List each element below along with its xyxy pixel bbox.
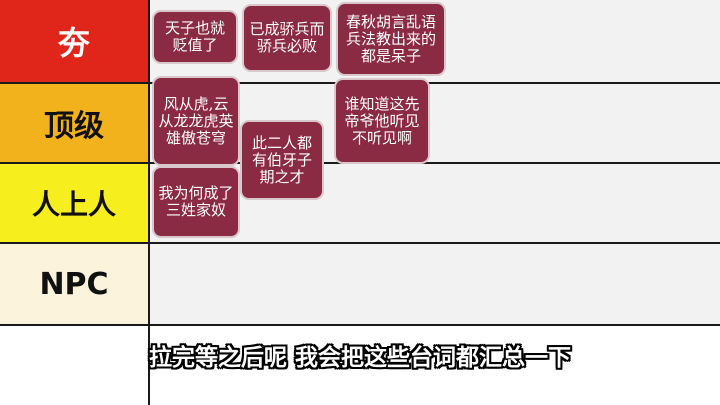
quote-card-3[interactable]: 春秋胡言乱语 兵法教出来的都是呆子	[336, 2, 446, 76]
tier-drop-zone-bottom[interactable]	[150, 326, 720, 405]
tier-row-npc: NPC	[0, 242, 720, 324]
tier-label-upper: 人上人	[0, 164, 150, 242]
video-subtitle: 拉完等之后呢 我会把这些台词都汇总一下	[148, 345, 571, 371]
tier-label-bottom	[0, 326, 150, 405]
tier-row-bottom	[0, 324, 720, 405]
quote-card-6[interactable]: 谁知道这先帝爷他听见不听见啊	[334, 78, 430, 164]
tier-drop-zone-npc[interactable]	[150, 244, 720, 324]
tier-label-hang: 夯	[0, 0, 150, 82]
tier-row-upper: 人上人	[0, 162, 720, 242]
quote-card-1[interactable]: 天子也就贬值了	[152, 10, 238, 64]
tier-label-top: 顶级	[0, 84, 150, 162]
quote-card-5[interactable]: 此二人都有伯牙子期之才	[240, 120, 324, 200]
quote-card-2[interactable]: 已成骄兵而骄兵必败	[242, 4, 332, 72]
tier-label-npc: NPC	[0, 244, 150, 324]
quote-card-4[interactable]: 风从虎,云从龙龙虎英雄傲苍穹	[152, 76, 240, 166]
quote-card-7[interactable]: 我为何成了三姓家奴	[152, 166, 240, 238]
